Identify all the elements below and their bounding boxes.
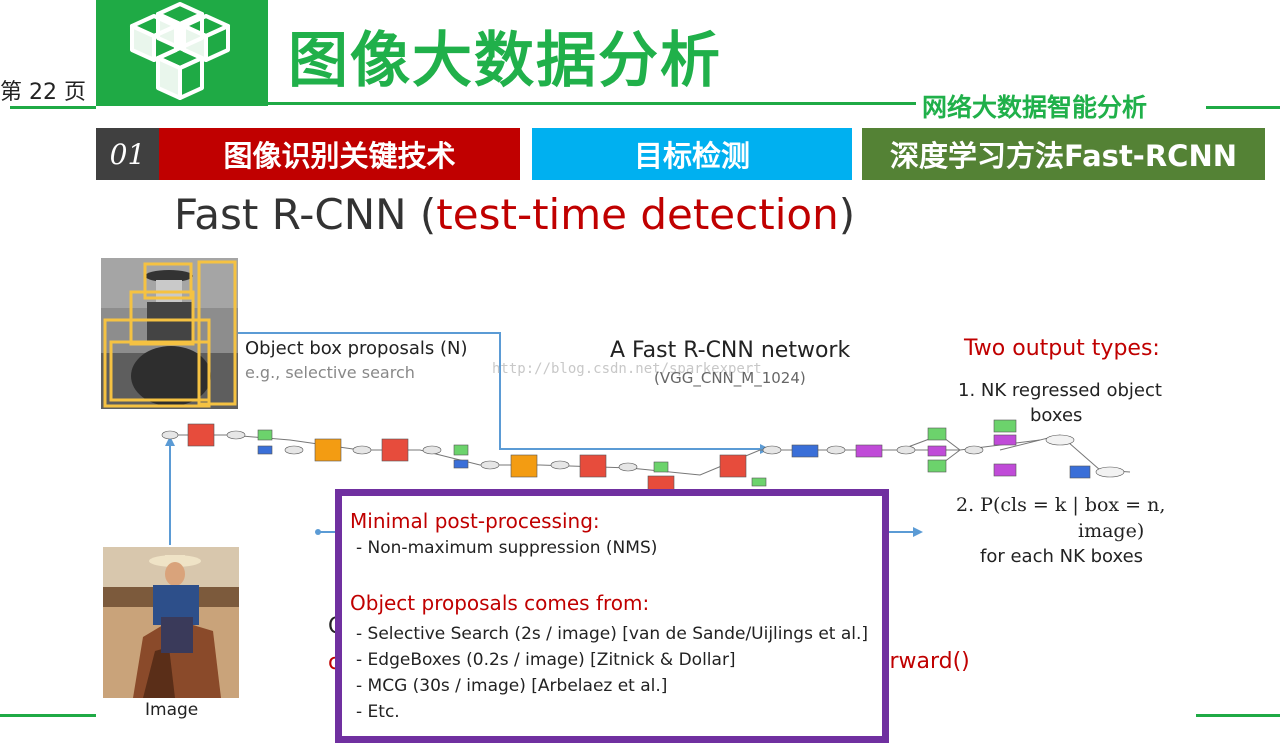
color-photo-art [103, 547, 239, 698]
header-rule-right [1206, 106, 1280, 109]
page-title: 图像大数据分析 [288, 26, 722, 96]
output-2-line-2: image) [1078, 520, 1145, 542]
footer-rule-right [1196, 714, 1280, 717]
output-1-line-2: boxes [1030, 405, 1083, 426]
popup-item-selective-search: - Selective Search (2s / image) [van de … [356, 624, 869, 644]
hidden-text-fragment-3: orward() [876, 649, 970, 674]
slide-title: Fast R-CNN (test-time detection) [174, 190, 855, 239]
popup-item-etc: - Etc. [356, 702, 400, 722]
slide-title-highlight: test-time detection [436, 190, 839, 239]
popup-heading-proposals: Object proposals comes from: [350, 591, 650, 615]
info-popup: Minimal post-processing: - Non-maximum s… [335, 489, 889, 743]
popup-item-edgeboxes: - EdgeBoxes (0.2s / image) [Zitnick & Do… [356, 650, 736, 670]
proposal-label: Object box proposals (N) [245, 338, 468, 359]
grayscale-photo-art [101, 258, 238, 409]
footer-rule-left [0, 714, 96, 717]
page-number: 第 22 页 [0, 80, 86, 105]
tab-fast-rcnn[interactable]: 深度学习方法Fast-RCNN [862, 128, 1265, 180]
proposal-sublabel: e.g., selective search [245, 363, 415, 382]
output-types-title: Two output types: [964, 336, 1160, 361]
header-rule-left [96, 102, 916, 105]
slide-title-end: ) [838, 190, 856, 239]
output-2-line-3: for each NK boxes [980, 546, 1144, 567]
output-2-line-1: 2. P(cls = k | box = n, [956, 494, 1166, 516]
tab-image-recognition[interactable]: 图像识别关键技术 [159, 128, 520, 180]
image-label: Image [145, 700, 199, 720]
header-rule-far-left [10, 106, 96, 109]
network-label: A Fast R-CNN network [610, 338, 851, 363]
proposal-flow-line [238, 332, 760, 450]
popup-item-mcg: - MCG (30s / image) [Arbelaez et al.] [356, 676, 668, 696]
watermark: http://blog.csdn.net/sparkexpert [492, 361, 762, 377]
diagram-canvas [161, 332, 1131, 545]
color-photo [103, 547, 239, 698]
slide-title-main: Fast R-CNN ( [174, 190, 437, 239]
page-subtitle: 网络大数据智能分析 [922, 93, 1148, 122]
network-sublabel: (VGG_CNN_M_1024) [654, 369, 806, 387]
logo-box [96, 0, 268, 106]
output-1-line-1: 1. NK regressed object [958, 380, 1162, 401]
tab-object-detection[interactable]: 目标检测 [532, 128, 852, 180]
cubes-logo-icon [130, 2, 230, 100]
grayscale-photo [101, 258, 238, 409]
section-number: 01 [96, 128, 159, 180]
popup-heading-postprocessing: Minimal post-processing: [350, 509, 600, 533]
popup-item-nms: - Non-maximum suppression (NMS) [356, 538, 658, 558]
